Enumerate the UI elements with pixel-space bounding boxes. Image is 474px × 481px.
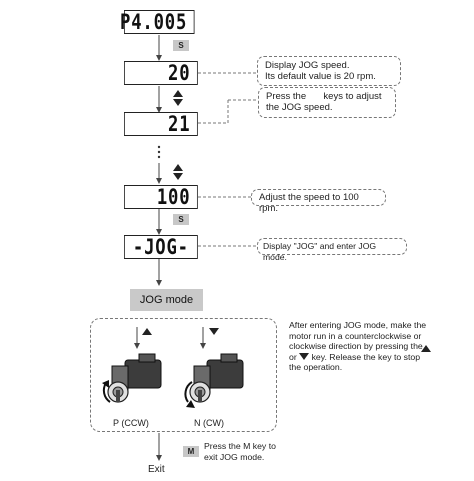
note-press-keys-line2: the JOG speed. bbox=[266, 102, 333, 113]
note-press-keys-part-b: keys to adjust bbox=[323, 91, 382, 102]
inline-down-icon bbox=[299, 353, 309, 360]
after-entering-line4: or key. Release the key to stop bbox=[289, 352, 469, 363]
note-press-keys: Press the keys to adjust the JOG speed. bbox=[258, 87, 396, 118]
jog-mode-box: JOG mode bbox=[130, 289, 203, 311]
after-entering-line4-a: or bbox=[289, 351, 297, 362]
lcd-final-speed: 100 bbox=[124, 185, 198, 209]
lcd-param-display: P4.005 bbox=[120, 10, 195, 34]
note-display-jog-speed-line2: Its default value is 20 rpm. bbox=[265, 71, 376, 82]
jog-mode-label: JOG mode bbox=[139, 294, 194, 306]
mode-key[interactable]: M bbox=[183, 446, 199, 457]
exit-label: Exit bbox=[148, 464, 165, 475]
note-adjust-speed-text: Adjust the speed to 100 rpm. bbox=[259, 192, 359, 214]
note-press-keys-part-a: Press the bbox=[266, 91, 307, 102]
motor-ccw-icon bbox=[102, 353, 162, 403]
jog-operation-group bbox=[90, 318, 277, 432]
lcd-default-speed: 20 bbox=[124, 61, 198, 85]
up-down-keys-icon bbox=[173, 90, 183, 106]
after-entering-line4-b: key. Release the key to stop bbox=[311, 351, 421, 362]
ccw-label: P (CCW) bbox=[113, 418, 149, 428]
exit-note-line2: exit JOG mode. bbox=[204, 451, 265, 462]
inline-up-icon bbox=[421, 345, 431, 352]
down-key-icon bbox=[209, 328, 219, 335]
lcd-adjusted-speed: 21 bbox=[124, 112, 198, 136]
set-key-1[interactable]: S bbox=[173, 40, 189, 51]
after-entering-text: After entering JOG mode, make the motor … bbox=[289, 320, 469, 373]
note-press-keys-line1: Press the keys to adjust bbox=[266, 91, 388, 102]
ellipsis-dots bbox=[157, 145, 161, 159]
after-entering-line1: After entering JOG mode, make the bbox=[289, 320, 427, 330]
cw-label: N (CW) bbox=[194, 418, 224, 428]
note-display-jog-speed-line1: Display JOG speed. bbox=[265, 60, 350, 71]
after-entering-line5: the operation. bbox=[289, 362, 343, 372]
lcd-jog-display: -JOG- bbox=[124, 235, 198, 259]
exit-note-line1: Press the M key to bbox=[204, 441, 276, 451]
set-key-2[interactable]: S bbox=[173, 214, 189, 225]
note-display-jog-speed: Display JOG speed. Its default value is … bbox=[257, 56, 401, 86]
note-enter-jog: Display "JOG" and enter JOG mode. bbox=[257, 238, 407, 262]
exit-note: Press the M key to exit JOG mode. bbox=[204, 441, 276, 462]
after-entering-line3: clockwise direction by pressing the bbox=[289, 341, 423, 351]
up-key-icon bbox=[142, 328, 152, 335]
motor-cw-icon bbox=[184, 353, 244, 408]
note-enter-jog-text: Display "JOG" and enter JOG mode. bbox=[263, 241, 377, 262]
up-down-keys-icon-2 bbox=[173, 164, 183, 180]
note-adjust-speed: Adjust the speed to 100 rpm. bbox=[251, 189, 386, 214]
after-entering-line2: motor run in a counterclockwise or bbox=[289, 330, 422, 341]
